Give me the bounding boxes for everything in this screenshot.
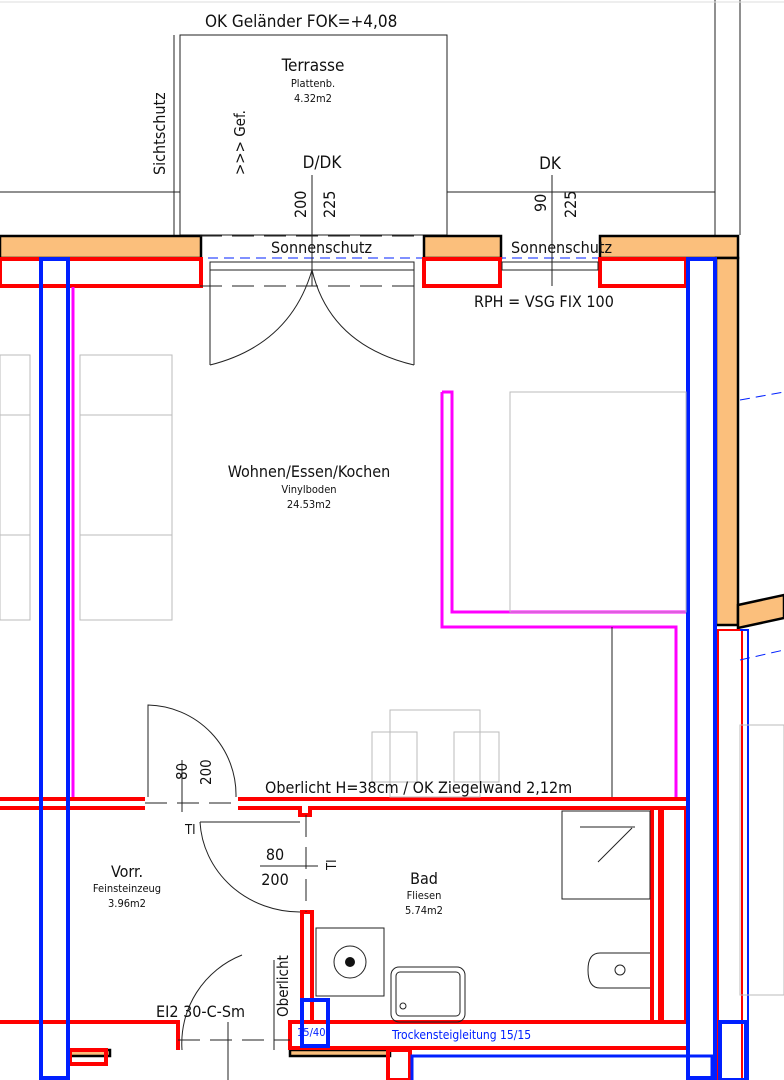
door-bath-width: 80 [266, 845, 284, 864]
structural-columns [39, 257, 784, 1080]
shaft-size: 15/40 [297, 1026, 326, 1039]
hall-area: 3.96m2 [108, 897, 146, 910]
shower-tray [561, 810, 651, 900]
slope-label: >>> Gef. [231, 110, 249, 175]
terrace-area: 4.32m2 [294, 92, 332, 105]
door-living-mark: TI [184, 823, 196, 838]
kitchen-outline [71, 287, 686, 797]
bath-fixtures [315, 810, 651, 1023]
bath-floor: Fliesen [407, 889, 442, 902]
furniture [0, 354, 784, 996]
door-bath-height: 200 [261, 870, 288, 889]
transom-vertical-label: Oberlicht [274, 955, 292, 1017]
living-room-floor: Vinylboden [281, 483, 336, 496]
living-room-name: Wohnen/Essen/Kochen [228, 462, 391, 481]
window-left-type: D/DK [303, 153, 343, 173]
window-right-height: 225 [561, 191, 580, 218]
facade-insulation [0, 234, 784, 1058]
sunshade-left-label: Sonnenschutz [271, 238, 372, 257]
bath-area: 5.74m2 [405, 904, 443, 917]
interior-walls [0, 257, 743, 1080]
privacy-screen-label: Sichtschutz [150, 92, 169, 175]
terrace-floor: Plattenb. [291, 77, 335, 90]
transom-note: Oberlicht H=38cm / OK Ziegelwand 2,12m [265, 778, 572, 797]
window-right-type: DK [539, 154, 562, 174]
sunshade-right-label: Sonnenschutz [511, 238, 612, 257]
terrace-name: Terrasse [281, 56, 345, 76]
window-left-height: 225 [320, 191, 339, 218]
hall-floor: Feinsteinzeug [93, 882, 161, 895]
hall-name: Vorr. [111, 862, 143, 881]
window-left-width: 200 [291, 191, 310, 218]
window-right-width: 90 [531, 194, 550, 212]
bath-name: Bad [410, 869, 438, 888]
washing-machine [315, 927, 385, 997]
door-living-width: 80 [173, 763, 191, 780]
toilet [587, 952, 650, 989]
door-bath-mark: TI [325, 859, 340, 871]
terrace-outline [0, 0, 784, 236]
window-openings [145, 175, 599, 1080]
living-room-area: 24.53m2 [287, 498, 331, 511]
washbasin [390, 966, 466, 1023]
dry-riser-label: Trockensteigleitung 15/15 [391, 1028, 531, 1042]
door-living-height: 200 [197, 759, 215, 785]
railing-note: OK Geländer FOK=+4,08 [205, 12, 397, 32]
entrance-door-rating: EI2 30-C-Sm [156, 1002, 245, 1021]
rph-note: RPH = VSG FIX 100 [474, 292, 614, 311]
